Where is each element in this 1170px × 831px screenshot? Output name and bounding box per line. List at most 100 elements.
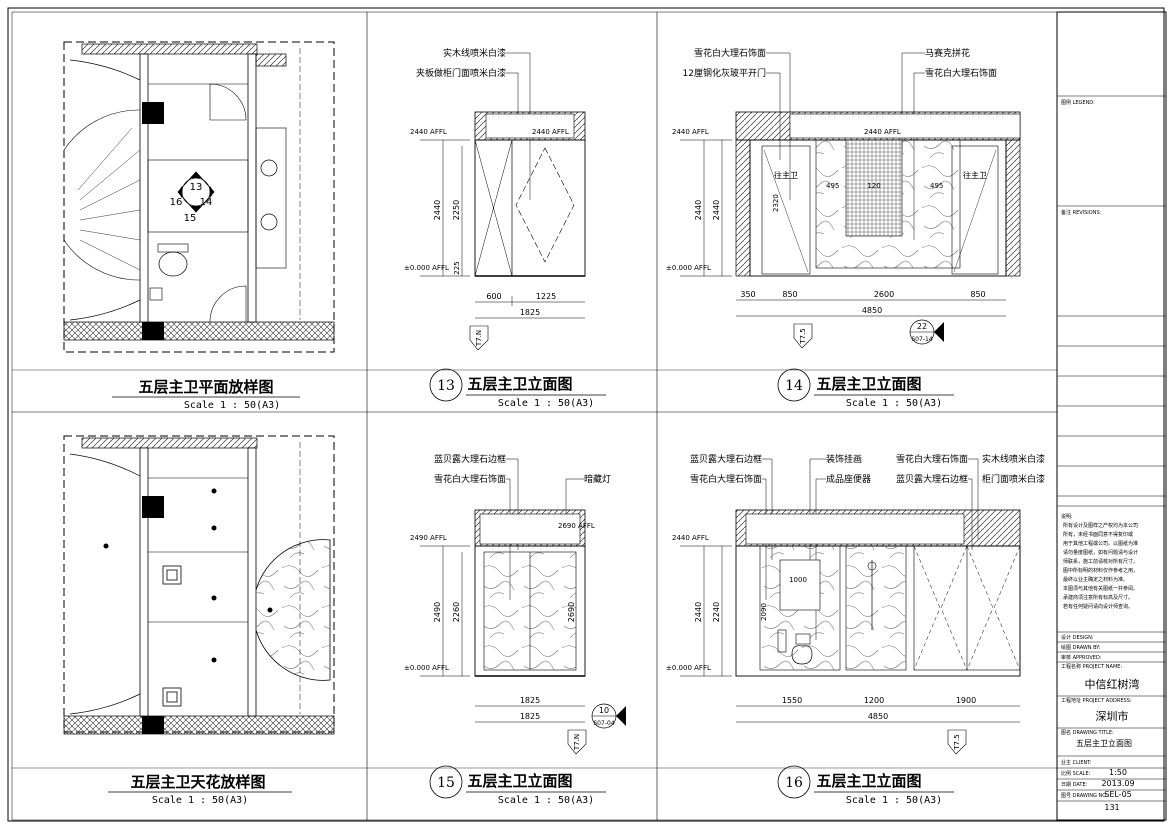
tag-15: T7.N bbox=[573, 734, 581, 751]
level-top-16: 2440 AFFL bbox=[672, 534, 709, 542]
elev13-title: 五层主卫立面图 bbox=[467, 375, 572, 393]
h-120: 120 bbox=[867, 182, 880, 190]
tb-approved-label: 审核 APPROVED: bbox=[1061, 654, 1102, 661]
tb-note-8: 本图须与其他有关图纸一并参阅。 bbox=[1063, 585, 1138, 592]
dim-v-14a: 2440 bbox=[694, 200, 703, 220]
dim-h-350: 350 bbox=[740, 290, 755, 299]
tb-note-1: 所有设计及图样之产权均为本公司 bbox=[1063, 522, 1138, 529]
tb-date-label: 日期 DATE: bbox=[1061, 782, 1088, 788]
tag-16: T7.5 bbox=[953, 734, 961, 750]
tb-note-0: 说明: bbox=[1061, 513, 1073, 520]
outer-frame bbox=[7, 7, 1165, 822]
tb-note-9: 承建商须注意所有标高及尺寸。 bbox=[1063, 594, 1133, 601]
callout-border-15: 蓝贝露大理石边框 bbox=[434, 453, 506, 465]
plan-title: 五层主卫平面放样图 bbox=[138, 378, 273, 396]
callout-glass-door: 12厘钢化灰玻平开门 bbox=[683, 67, 766, 79]
inner-level-15: 2690 AFFL bbox=[558, 522, 595, 530]
tb-note-4: 请勿量度图纸，如有问题请与设计 bbox=[1063, 549, 1138, 556]
view-bubble-14 bbox=[777, 368, 811, 402]
callout-marble-16c: 雪花白大理石饰面 bbox=[896, 453, 968, 465]
tb-revisions-label: 备注 REVISIONS: bbox=[1061, 209, 1102, 216]
plan-label-14: 14 bbox=[200, 197, 213, 208]
tb-legend-label: 图例 LEGEND: bbox=[1061, 99, 1095, 106]
tb-note-7: 最终以业主确定之材料为准。 bbox=[1063, 576, 1128, 583]
elev16-title: 五层主卫立面图 bbox=[816, 772, 921, 790]
tb-client-label: 业主 CLIENT: bbox=[1061, 759, 1092, 766]
dim-v-2260: 2260 bbox=[452, 602, 461, 622]
view-bubble-15 bbox=[429, 765, 463, 799]
view-bubble-16 bbox=[777, 765, 811, 799]
h-1000: 1000 bbox=[789, 576, 807, 584]
view-number-16: 16 bbox=[785, 775, 803, 791]
bubble-bottom-14: S07-14 bbox=[911, 336, 932, 343]
tb-no: SEL-05 bbox=[1104, 790, 1132, 799]
ceiling-scale: Scale 1 : 50(A3) bbox=[152, 795, 248, 806]
tb-title: 五层主卫立面图 bbox=[1076, 738, 1132, 748]
tb-address-label: 工程地址 PROJECT ADDRESS: bbox=[1061, 697, 1132, 704]
ceiling-plan-view bbox=[63, 435, 335, 735]
view-number-13: 13 bbox=[437, 378, 455, 394]
view-number-15: 15 bbox=[437, 775, 455, 791]
callout-cabinet-door: 夹板做柜门面喷米白漆 bbox=[416, 67, 506, 79]
elevation-13: 实木线喷米白漆 夹板做柜门面喷米白漆 2440 AFFL ±0.000 AFFL… bbox=[404, 47, 586, 351]
h-2320: 2320 bbox=[772, 194, 780, 212]
dim-h-1825b: 1825 bbox=[520, 712, 540, 721]
level-top-15: 2490 AFFL bbox=[410, 534, 447, 542]
dim-v-2490: 2490 bbox=[433, 602, 442, 622]
tb-note-6: 图中所标明的材料仅作参考之用， bbox=[1063, 567, 1138, 574]
dim-v-2440-13: 2440 bbox=[433, 200, 442, 220]
dim-h-4850-16: 4850 bbox=[868, 712, 888, 721]
tb-note-3: 用于其他工程或公司。以图纸为准 bbox=[1063, 540, 1138, 547]
level-zero-16: ±0.000 AFFL bbox=[666, 664, 711, 672]
callout-wood-trim: 实木线喷米白漆 bbox=[443, 47, 506, 59]
tb-note-5: 师联系，施工前请核对所有尺寸。 bbox=[1063, 558, 1138, 565]
tb-project: 中信红树湾 bbox=[1085, 677, 1140, 691]
callout-marble-14a: 雪花白大理石饰面 bbox=[694, 47, 766, 59]
dim-h-850b: 850 bbox=[970, 290, 985, 299]
tag-14: T7.5 bbox=[799, 328, 807, 344]
tb-drawn-label: 绘图 DRAWN BY: bbox=[1061, 644, 1101, 651]
dim-h-1900: 1900 bbox=[956, 696, 976, 705]
tb-address: 深圳市 bbox=[1096, 709, 1129, 723]
inner-level-14: 2440 AFFL bbox=[864, 128, 901, 136]
h-495-a: 495 bbox=[826, 182, 839, 190]
dim-v-2090-16: 2090 bbox=[760, 603, 768, 621]
door-label-14a: 往主卫 bbox=[774, 170, 798, 180]
dim-h-1825-13: 1825 bbox=[520, 308, 540, 317]
dim-v-14b: 2440 bbox=[712, 200, 721, 220]
dim-h-1225-13: 1225 bbox=[536, 292, 556, 301]
plan-label-15: 15 bbox=[184, 213, 197, 224]
dim-v-2440-16: 2440 bbox=[694, 602, 703, 622]
elev13-scale: Scale 1 : 50(A3) bbox=[498, 398, 594, 409]
dim-v-2250-13: 2250 bbox=[452, 200, 461, 220]
tb-date: 2013.09 bbox=[1101, 779, 1134, 788]
tb-scale-label: 比例 SCALE: bbox=[1061, 770, 1091, 777]
callout-wood-16: 实木线喷米白漆 bbox=[982, 453, 1045, 465]
tag-13: T7.N bbox=[475, 330, 483, 347]
tb-project-label: 工程名称 PROJECT NAME: bbox=[1061, 663, 1122, 670]
elev14-title: 五层主卫立面图 bbox=[816, 375, 921, 393]
elev15-title: 五层主卫立面图 bbox=[467, 772, 572, 790]
tb-no-label: 图号 DRAWING NO.: bbox=[1061, 793, 1110, 799]
dim-h-1825a: 1825 bbox=[520, 696, 540, 705]
elev14-scale: Scale 1 : 50(A3) bbox=[846, 398, 942, 409]
dim-h-4850-14: 4850 bbox=[862, 306, 882, 315]
view-bubble-13 bbox=[429, 368, 463, 402]
view-number-14: 14 bbox=[785, 378, 803, 394]
tb-note-10: 若有任何疑问请向设计师查询。 bbox=[1063, 603, 1133, 610]
dim-h-1550: 1550 bbox=[782, 696, 802, 705]
inner-level-13: 2440 AFFL bbox=[532, 128, 569, 136]
tb-title-label: 图名 DRAWING TITLE: bbox=[1061, 729, 1114, 736]
callout-cabinet-16: 柜门面喷米白漆 bbox=[982, 473, 1045, 485]
callout-hidden-light: 暗藏灯 bbox=[584, 473, 611, 485]
elevation-15: 蓝贝露大理石边框 雪花白大理石饰面 暗藏灯 2490 AFFL ±0.000 A… bbox=[404, 453, 626, 755]
elevation-16: 蓝贝露大理石边框 雪花白大理石饰面 装饰挂画 成品座便器 雪花白大理石饰面 蓝贝… bbox=[666, 453, 1045, 755]
bubble-top-14: 22 bbox=[917, 322, 927, 331]
callout-painting: 装饰挂画 bbox=[826, 453, 862, 465]
level-zero-13: ±0.000 AFFL bbox=[404, 264, 449, 272]
callout-border-16c: 蓝贝露大理石边框 bbox=[896, 473, 968, 485]
ceiling-title: 五层主卫天花放样图 bbox=[130, 773, 265, 791]
dim-h-2600: 2600 bbox=[874, 290, 894, 299]
